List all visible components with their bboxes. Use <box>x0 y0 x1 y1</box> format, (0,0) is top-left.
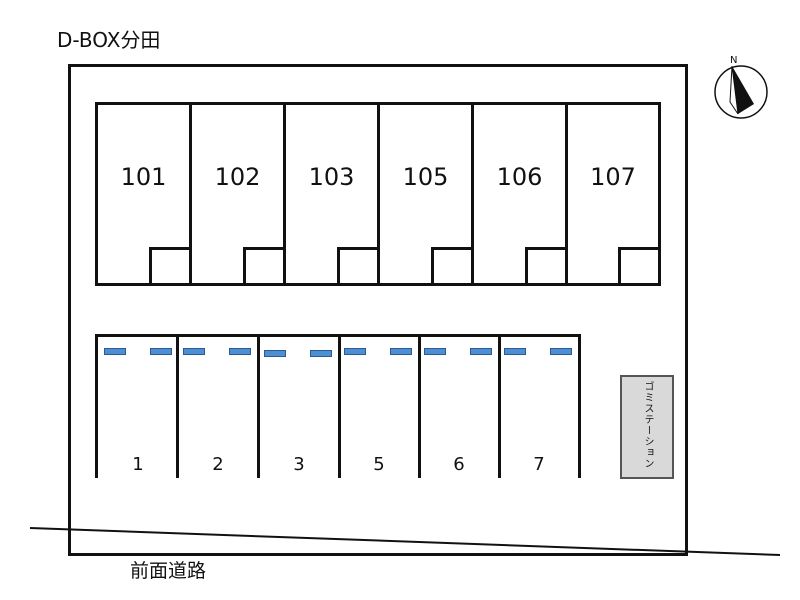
room-entrance-box <box>525 247 568 286</box>
wheel-stop-marker <box>550 348 572 355</box>
room-107: 107 <box>565 102 661 286</box>
parking-number: 1 <box>132 454 144 475</box>
wheel-stop-marker <box>264 350 286 357</box>
room-label: 103 <box>308 163 355 191</box>
wheel-stop-marker <box>183 348 205 355</box>
wheel-stop-marker <box>104 348 126 355</box>
parking-top-line <box>95 334 581 337</box>
room-entrance-box <box>337 247 380 286</box>
wheel-stop-marker <box>390 348 412 355</box>
wheel-stop-marker <box>229 348 251 355</box>
room-105: 105 <box>377 102 474 286</box>
front-road-label: 前面道路 <box>130 560 207 582</box>
parking-divider <box>498 336 501 478</box>
parking-number: 7 <box>533 454 545 475</box>
room-label: 101 <box>120 163 167 191</box>
north-compass-icon: N <box>714 55 768 119</box>
parking-number: 3 <box>293 454 305 475</box>
room-entrance-box <box>618 247 661 286</box>
room-103: 103 <box>283 102 380 286</box>
site-boundary <box>68 64 688 556</box>
parking-number: 6 <box>453 454 465 475</box>
room-101: 101 <box>95 102 192 286</box>
wheel-stop-marker <box>344 348 366 355</box>
wheel-stop-marker <box>470 348 492 355</box>
garbage-station: ゴミステーション <box>620 375 674 479</box>
diagram-title: D-BOX分田 <box>57 28 161 52</box>
room-entrance-box <box>431 247 474 286</box>
wheel-stop-marker <box>504 348 526 355</box>
room-label: 105 <box>402 163 449 191</box>
garbage-station-label: ゴミステーション <box>642 381 653 469</box>
parking-divider <box>95 336 98 478</box>
wheel-stop-marker <box>150 348 172 355</box>
wheel-stop-marker <box>424 348 446 355</box>
wheel-stop-marker <box>310 350 332 357</box>
building: 101 102 103 105 106 107 <box>95 102 661 286</box>
compass-north-label: N <box>730 55 737 66</box>
room-102: 102 <box>189 102 286 286</box>
room-106: 106 <box>471 102 568 286</box>
parking-number: 2 <box>212 454 224 475</box>
room-label: 107 <box>590 163 636 191</box>
room-label: 106 <box>496 163 543 191</box>
parking-number: 5 <box>373 454 385 475</box>
parking-divider <box>578 336 581 478</box>
room-entrance-box <box>149 247 192 286</box>
parking-divider <box>257 336 260 478</box>
parking-divider <box>418 336 421 478</box>
room-label: 102 <box>214 163 261 191</box>
parking-divider <box>176 336 179 478</box>
parking-divider <box>338 336 341 478</box>
room-entrance-box <box>243 247 286 286</box>
